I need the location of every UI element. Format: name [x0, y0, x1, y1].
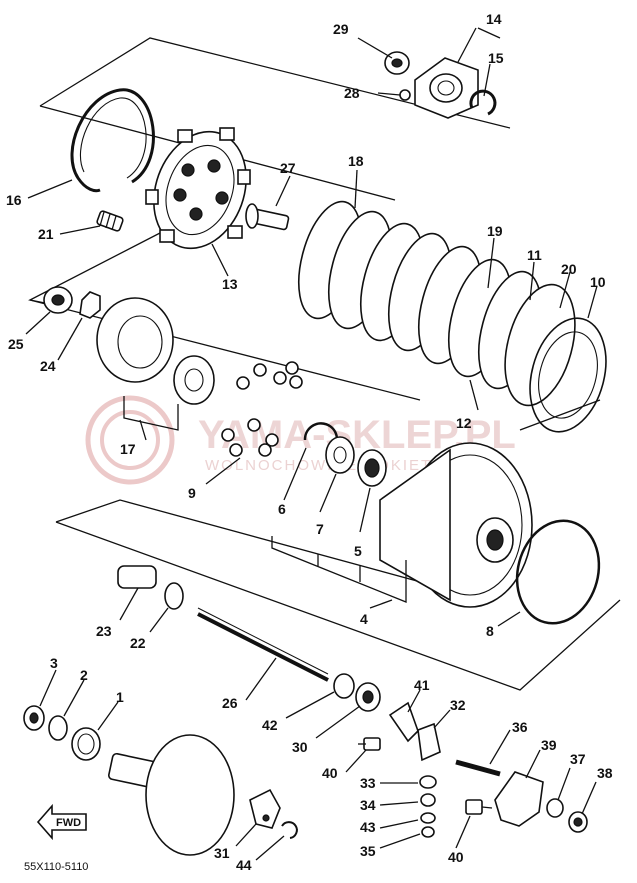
push-piece-27 — [245, 203, 290, 231]
callout-9: 9 — [188, 485, 196, 501]
callout-36: 36 — [512, 719, 528, 735]
callout-37: 37 — [570, 751, 586, 767]
callout-20: 20 — [561, 261, 577, 277]
pressure-plate-13 — [145, 127, 251, 250]
drive-gear — [108, 734, 235, 856]
fwd-label: FWD — [56, 817, 81, 829]
callout-13: 13 — [222, 276, 238, 292]
balls-9 — [221, 361, 303, 457]
fwd-arrow-icon: FWD — [36, 803, 87, 841]
callout-33: 33 — [360, 775, 376, 791]
callout-27: 27 — [280, 160, 296, 176]
callout-42: 42 — [262, 717, 278, 733]
callout-43: 43 — [360, 819, 376, 835]
spring-21 — [96, 210, 124, 232]
callout-30: 30 — [292, 739, 308, 755]
callout-22: 22 — [130, 635, 146, 651]
callout-26: 26 — [222, 695, 238, 711]
callout-40-upper: 40 — [322, 765, 338, 781]
shaft-parts — [117, 565, 381, 712]
callout-16: 16 — [6, 192, 22, 208]
callout-39: 39 — [541, 737, 557, 753]
callout-44: 44 — [236, 857, 252, 873]
cover-assembly — [377, 51, 497, 119]
callout-14: 14 — [486, 11, 502, 27]
callout-5: 5 — [354, 543, 362, 559]
callout-10: 10 — [590, 274, 606, 290]
callout-6: 6 — [278, 501, 286, 517]
callout-15: 15 — [488, 50, 504, 66]
leader-lines — [25, 27, 598, 861]
callout-18: 18 — [348, 153, 364, 169]
callout-17: 17 — [120, 441, 136, 457]
callouts: 29 14 28 15 16 27 18 21 13 19 11 20 10 2… — [6, 11, 613, 873]
callout-28: 28 — [344, 85, 360, 101]
callout-24: 24 — [40, 358, 56, 374]
callout-21: 21 — [38, 226, 54, 242]
callout-19: 19 — [487, 223, 503, 239]
callout-25: 25 — [8, 336, 24, 352]
callout-12: 12 — [456, 415, 472, 431]
callout-32: 32 — [450, 697, 466, 713]
callout-40-lower: 40 — [448, 849, 464, 865]
clutch-boss-17 — [96, 297, 215, 405]
friction-plates — [298, 200, 607, 433]
callout-35: 35 — [360, 843, 376, 859]
callout-1: 1 — [116, 689, 124, 705]
diagram-code: 55X110-5110 — [24, 861, 88, 873]
callout-2: 2 — [80, 667, 88, 683]
callout-34: 34 — [360, 797, 376, 813]
callout-41: 41 — [414, 677, 430, 693]
callout-7: 7 — [316, 521, 324, 537]
clutch-housing-4 — [379, 442, 533, 608]
callout-11: 11 — [527, 247, 542, 263]
callout-23: 23 — [96, 623, 112, 639]
callout-3: 3 — [50, 655, 58, 671]
callout-38: 38 — [597, 765, 613, 781]
callout-31: 31 — [214, 845, 230, 861]
callout-29: 29 — [333, 21, 349, 37]
callout-8: 8 — [486, 623, 494, 639]
callout-4: 4 — [360, 611, 368, 627]
